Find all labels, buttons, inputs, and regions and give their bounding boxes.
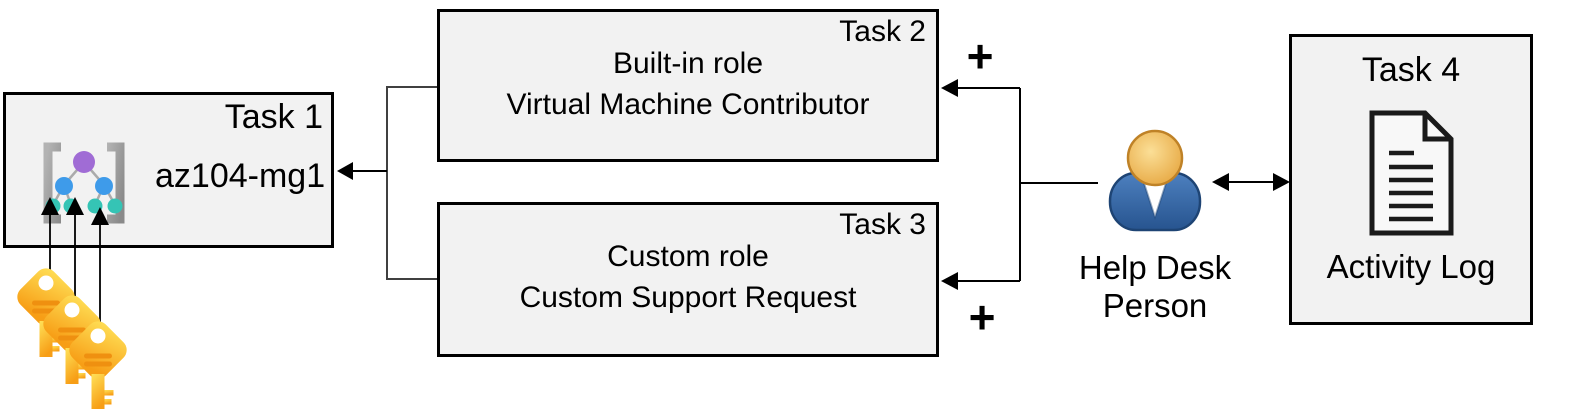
plus-sign-bottom: + [968,291,996,343]
management-group-icon [43,142,125,224]
key-icon [69,321,127,409]
double-arrow-left-head [1212,173,1229,191]
document-outline [1369,110,1454,236]
bracket-connector [386,86,437,280]
task1-label: Task 1 [224,98,323,136]
task2-builtin-role-box: Task 2 Built-in role Virtual Machine Con… [437,9,939,162]
document-text-lines [1389,150,1433,222]
arrow-to-task1-head [337,162,353,180]
task3-custom-role-box: Task 3 Custom role Custom Support Reques… [437,202,939,357]
document-fold [1422,113,1451,142]
key-icon [43,295,101,384]
person-icon [1108,129,1202,232]
person-label: Help Desk Person [1078,249,1232,324]
plus-sign-top: + [966,30,994,82]
tree-root-node [73,151,95,173]
task3-line2: Custom Support Request [519,281,857,314]
task3-label: Task 3 [839,208,926,241]
task4-label: Task 4 [1361,51,1461,89]
bracket-left [43,142,61,224]
arrow-to-task3-head [941,272,958,290]
task4-caption: Activity Log [1326,248,1496,285]
person-head [1126,129,1184,187]
task1-management-group-box: Task 1 az104-mg1 [3,92,334,248]
task2-line2: Virtual Machine Contributor [506,88,870,121]
double-arrow-right-head [1273,173,1290,191]
key-icon [17,268,75,357]
bracket-right [107,142,125,224]
document-icon [1369,110,1454,236]
task3-line1: Custom role [607,240,769,273]
task2-label: Task 2 [839,15,926,48]
task4-activity-log-box: Task 4 Activity Log [1289,34,1533,325]
task2-line1: Built-in role [612,47,764,80]
management-group-name: az104-mg1 [155,157,326,195]
